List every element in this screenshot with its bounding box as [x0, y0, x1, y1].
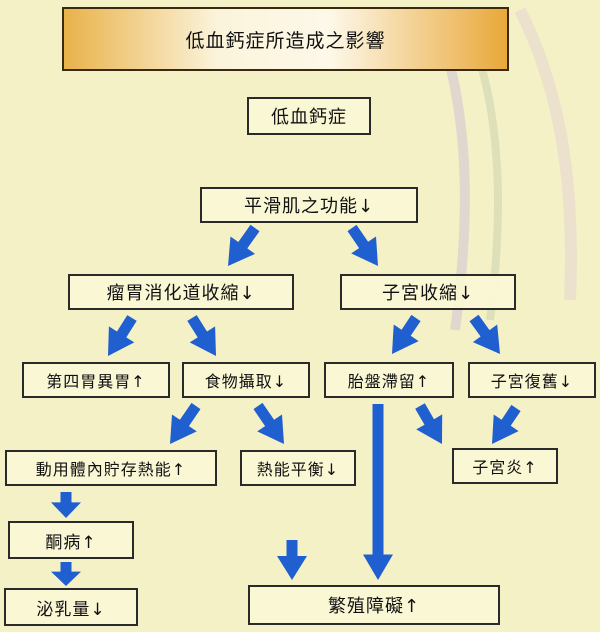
diagram-title: 低血鈣症所造成之影響: [62, 7, 509, 71]
node-milk-yield: 泌乳量↓: [4, 588, 138, 626]
node-abomasum-displacement: 第四胃異胃↑: [22, 362, 170, 398]
node-uterine-contraction: 子宮收縮↓: [340, 274, 516, 310]
node-energy-mobilization: 動用體內貯存熱能↑: [5, 450, 217, 486]
node-energy-balance: 熱能平衡↓: [240, 450, 356, 486]
node-placenta-retention: 胎盤滯留↑: [324, 362, 454, 398]
node-feed-intake: 食物攝取↓: [182, 362, 310, 398]
node-reproductive-disorder: 繁殖障礙↑: [248, 585, 500, 625]
node-ketosis: 酮病↑: [8, 521, 134, 559]
node-metritis: 子宮炎↑: [452, 448, 558, 484]
node-rumen-contraction: 瘤胃消化道收縮↓: [68, 274, 294, 310]
node-smooth-muscle-function: 平滑肌之功能↓: [200, 187, 418, 223]
node-hypocalcemia: 低血鈣症: [247, 97, 371, 135]
node-uterine-involution: 子宮復舊↓: [468, 362, 596, 398]
